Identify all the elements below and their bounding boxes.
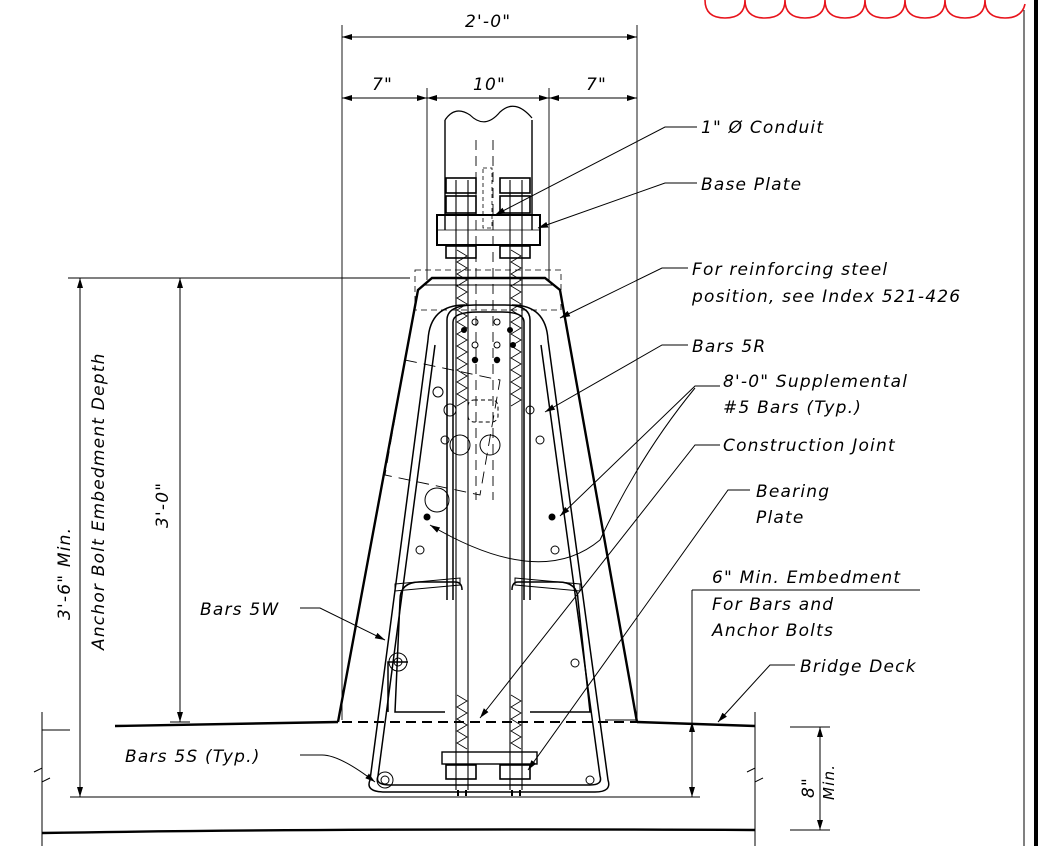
callout-min-embed-line3: Anchor Bolts <box>711 621 834 641</box>
callout-base-plate: Base Plate <box>701 175 802 195</box>
dim-right-offset: 7" <box>586 75 607 95</box>
dim-deck-thickness-note: Min. <box>820 764 838 800</box>
pedestal <box>336 269 639 723</box>
pole-assembly <box>436 105 541 500</box>
callout-bars-5s: Bars 5S (Typ.) <box>125 747 261 767</box>
revision-cloud <box>704 0 1026 19</box>
callout-construction-joint: Construction Joint <box>723 436 896 456</box>
hidden-outline <box>384 359 501 496</box>
dim-embedment-caption: Anchor Bolt Embedment Depth <box>89 352 109 651</box>
dim-overall-width: 2'-0" <box>465 12 511 32</box>
dim-center-width: 10" <box>473 75 506 95</box>
callout-bridge-deck: Bridge Deck <box>800 657 917 677</box>
bar-sections <box>423 327 556 521</box>
callout-supplemental-line2: #5 Bars (Typ.) <box>723 398 862 418</box>
leader-lines <box>300 126 795 783</box>
callout-bars-5w: Bars 5W <box>200 600 279 620</box>
callout-min-embed-line1: 6" Min. Embedment <box>712 568 901 588</box>
dim-pedestal-height: 3'-0" <box>153 482 173 528</box>
callout-conduit: 1" Ø Conduit <box>701 118 824 138</box>
callout-bearing-line2: Plate <box>756 508 805 528</box>
dimension-lines <box>68 34 920 831</box>
callout-reinforcing-line2: position, see Index 521-426 <box>691 287 961 307</box>
dim-deck-thickness: 8" <box>799 777 819 798</box>
dim-embedment-min: 3'-6" Min. <box>55 527 75 620</box>
dim-left-offset: 7" <box>372 75 393 95</box>
reinforcing-bars <box>368 304 610 793</box>
callout-supplemental-line1: 8'-0" Supplemental <box>723 372 908 392</box>
anchor-bolts <box>441 177 538 796</box>
callout-bars-5r: Bars 5R <box>692 337 766 357</box>
extension-lines <box>341 25 638 721</box>
callout-min-embed-line2: For Bars and <box>712 595 834 615</box>
bar-ends <box>376 318 595 789</box>
callout-reinforcing-line1: For reinforcing steel <box>692 260 888 280</box>
callout-bearing-line1: Bearing <box>756 482 830 502</box>
bridge-deck <box>33 712 764 846</box>
